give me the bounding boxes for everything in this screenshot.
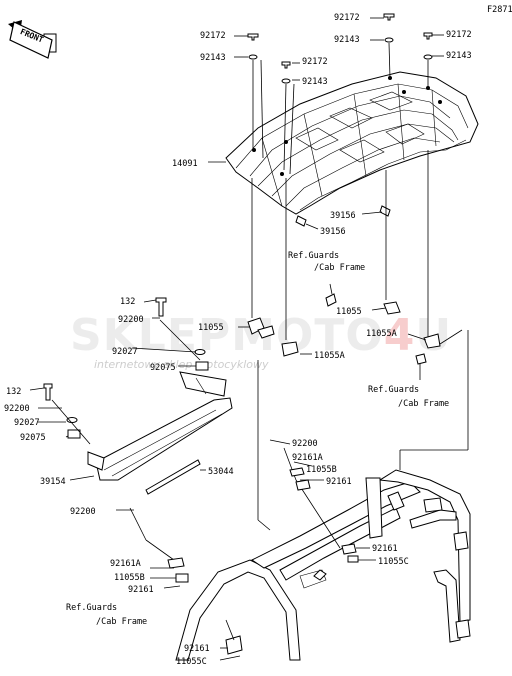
label-cab-frame: /Cab Frame [96, 617, 147, 627]
fastener-group-top [247, 13, 433, 84]
label-39156: 39156 [330, 211, 356, 221]
label-11055a: 11055A [314, 351, 345, 361]
cab-frame [175, 360, 471, 661]
label-92172: 92172 [200, 31, 226, 41]
label-92161: 92161 [326, 477, 352, 487]
front-arrow-icon: FRONT [8, 20, 57, 59]
label-11055b: 11055B [114, 573, 145, 583]
label-11055c: 11055C [176, 657, 207, 667]
label-92075: 92075 [150, 363, 176, 373]
label-11055c: 11055C [378, 557, 409, 567]
leader-lines-top [208, 17, 444, 230]
label-ref-guards: Ref.Guards [368, 385, 419, 395]
label-92143: 92143 [334, 35, 360, 45]
watermark-sub: internetowy sklep motocyklowy [94, 358, 269, 371]
label-92161: 92161 [128, 585, 154, 595]
label-92200: 92200 [118, 315, 144, 325]
label-ref-guards: Ref.Guards [66, 603, 117, 613]
label-92172: 92172 [302, 57, 328, 67]
mount-lines [251, 150, 469, 470]
label-cab-frame: /Cab Frame [398, 399, 449, 409]
roof-panel [225, 71, 479, 227]
label-92200: 92200 [292, 439, 318, 449]
label-132: 132 [120, 297, 135, 307]
label-53044: 53044 [208, 467, 234, 477]
label-14091: 14091 [172, 159, 198, 169]
label-92161: 92161 [372, 544, 398, 554]
label-92161: 92161 [184, 644, 210, 654]
label-132: 132 [6, 387, 21, 397]
label-11055b: 11055B [306, 465, 337, 475]
label-92075: 92075 [20, 433, 46, 443]
watermark-c: 4 [384, 310, 416, 361]
watermark-b: MOTO [231, 310, 384, 361]
part-labels: 92172 92143 92172 92143 92172 92143 9217… [4, 13, 472, 667]
label-92200: 92200 [70, 507, 96, 517]
watermark-a: SKLEP [70, 310, 231, 361]
front-guard-assembly [29, 297, 233, 589]
label-11055a: 11055A [366, 329, 397, 339]
label-92143: 92143 [302, 77, 328, 87]
label-92172: 92172 [446, 30, 472, 40]
label-92161a: 92161A [292, 453, 323, 463]
figure-code: F2871 [487, 5, 512, 15]
label-92172: 92172 [334, 13, 360, 23]
label-39156: 39156 [320, 227, 346, 237]
label-92200: 92200 [4, 404, 30, 414]
label-92027: 92027 [112, 347, 138, 357]
bracket-group [238, 283, 463, 380]
label-92143: 92143 [200, 53, 226, 63]
label-92143: 92143 [446, 51, 472, 61]
label-92027: 92027 [14, 418, 40, 428]
label-11055: 11055 [198, 323, 224, 333]
label-cab-frame: /Cab Frame [314, 263, 365, 273]
label-ref-guards: Ref.Guards [288, 251, 339, 261]
label-92161a: 92161A [110, 559, 141, 569]
label-39154: 39154 [40, 477, 66, 487]
label-11055: 11055 [336, 307, 362, 317]
